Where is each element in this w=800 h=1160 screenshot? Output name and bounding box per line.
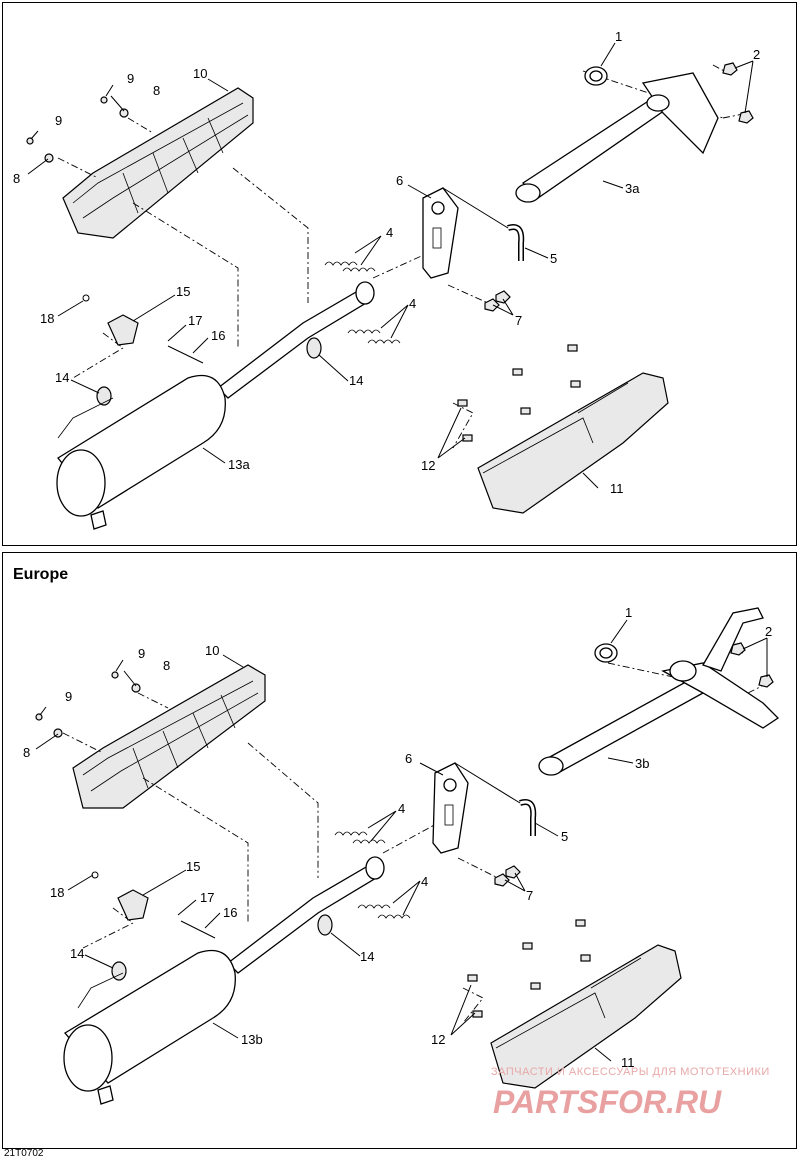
callout-8a: 8 [13,171,20,186]
muffler-part [56,374,226,530]
callout-9a: 9 [65,689,72,704]
callout-3a: 3a [625,181,640,196]
watermark-logo: ЗАПЧАСТИ И АКСЕССУАРЫ ДЛЯ МОТОТЕХНИКИ PA… [491,1066,770,1120]
grommet-part [317,914,333,936]
callout-7: 7 [526,888,533,903]
bolt-part [167,345,204,364]
skid-plate-part [477,372,669,514]
callout-1: 1 [615,29,622,44]
diagram-panel-europe: Europe [2,552,797,1149]
callout-13a: 13a [228,457,250,472]
watermark-brand: PARTSFOR.RU [493,1084,722,1120]
skid-plate-part [490,944,682,1089]
callout-8a: 8 [23,745,30,760]
exhaust-pipe-part [538,607,780,776]
callout-18: 18 [50,885,64,900]
clamp-part [117,889,149,921]
exhaust-diagram-europe: Europe [13,566,780,1120]
callout-10: 10 [205,643,219,658]
callout-17: 17 [188,313,202,328]
callout-5: 5 [561,829,568,844]
nut-part [722,62,738,76]
callout-15: 15 [176,284,190,299]
spring-part [324,261,401,344]
nut-part [730,642,746,656]
callout-16: 16 [223,905,237,920]
muffler-part [63,949,236,1105]
clip-part [467,919,591,1018]
callout-6: 6 [405,751,412,766]
bolt-part [180,920,216,939]
callout-2: 2 [765,624,772,639]
callout-10: 10 [193,66,207,81]
callout-9b: 9 [138,646,145,661]
callout-5: 5 [550,251,557,266]
clip-part [457,344,581,442]
callout-17: 17 [200,890,214,905]
callout-4b: 4 [409,296,416,311]
callout-4a: 4 [398,801,405,816]
callout-15: 15 [186,859,200,874]
spring-part [334,831,411,919]
callout-14b: 14 [349,373,363,388]
callout-9b: 9 [127,71,134,86]
diagram-panel-standard: 1 2 3a 4 4 5 6 7 8 8 9 9 10 11 12 13a 14… [2,2,797,546]
callout-14a: 14 [70,946,84,961]
drawing-code: 21T0702 [4,1148,44,1159]
exhaust-pipe-part [515,72,719,203]
callout-18: 18 [40,311,54,326]
panel-title: Europe [13,566,68,583]
callout-13b: 13b [241,1032,263,1047]
heat-shield-part [72,664,266,809]
callout-12: 12 [421,458,435,473]
callout-11: 11 [610,481,624,496]
callout-1: 1 [625,605,632,620]
callout-6: 6 [396,173,403,188]
heat-shield-part [62,87,254,239]
callout-11: 11 [621,1055,635,1070]
clamp-part [107,314,139,346]
callout-8b: 8 [153,83,160,98]
callout-9a: 9 [55,113,62,128]
watermark-tagline: ЗАПЧАСТИ И АКСЕССУАРЫ ДЛЯ МОТОТЕХНИКИ [491,1066,770,1078]
callout-7: 7 [515,313,522,328]
callout-14a: 14 [55,370,69,385]
callout-16: 16 [211,328,225,343]
grommet-part [306,337,322,359]
callout-2: 2 [753,47,760,62]
exhaust-diagram-standard: 1 2 3a 4 4 5 6 7 8 8 9 9 10 11 12 13a 14… [13,29,760,530]
callout-3b: 3b [635,756,649,771]
callout-4a: 4 [386,225,393,240]
callout-12: 12 [431,1032,445,1047]
callout-14b: 14 [360,949,374,964]
callout-4b: 4 [421,874,428,889]
middle-pipe-part [227,862,382,974]
callout-8b: 8 [163,658,170,673]
bracket-part [422,187,459,279]
bracket-part [432,762,469,854]
